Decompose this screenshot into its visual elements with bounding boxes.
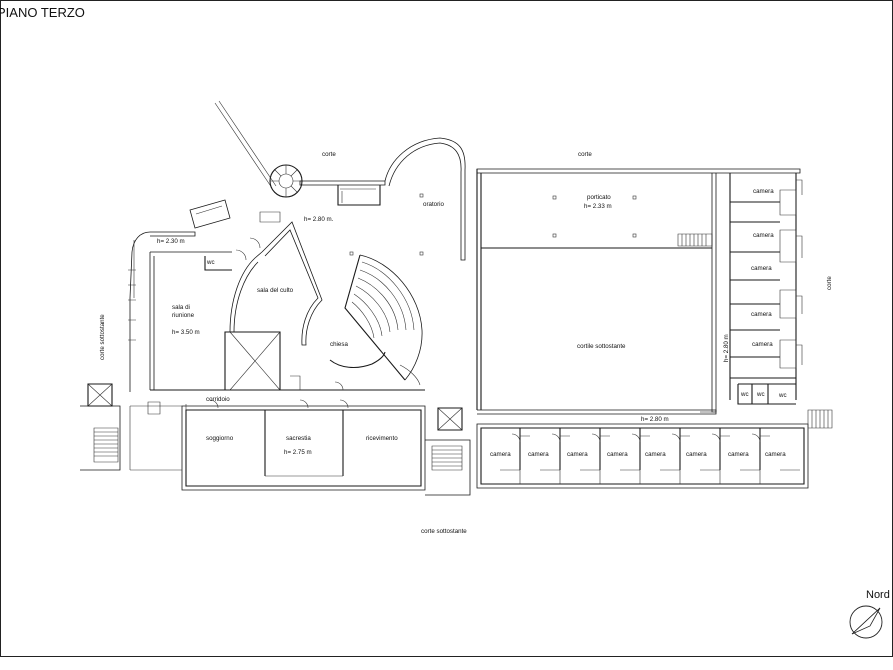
label-corte-right: corte <box>826 276 833 290</box>
label-camera-bottom-2: camera <box>528 451 549 458</box>
label-camera-bottom-8: camera <box>765 451 786 458</box>
label-sala-di-riunione-1: sala di <box>172 304 190 311</box>
label-h-280-vertical: h= 2.80 m <box>723 334 730 362</box>
label-corridoio: corridoio <box>206 396 230 403</box>
label-h-275: h= 2.75 m <box>284 449 312 456</box>
label-camera-bottom-6: camera <box>686 451 707 458</box>
label-wc-right-3: wc <box>778 392 787 399</box>
label-camera-right-3: camera <box>751 265 772 272</box>
label-h-230: h= 2.30 m <box>157 238 185 245</box>
label-h-350: h= 3.50 m <box>172 329 200 336</box>
label-sacrestia: sacrestia <box>286 435 311 442</box>
plan-title: PIANO TERZO <box>0 5 85 20</box>
label-sala-del-culto: sala del culto <box>257 287 294 294</box>
north-label: Nord <box>866 589 890 601</box>
label-porticato: porticato <box>587 194 611 201</box>
label-soggiorno: soggiorno <box>206 435 234 442</box>
label-wc-right-2: wc <box>756 391 765 398</box>
label-oratorio: oratorio <box>423 201 445 208</box>
label-camera-bottom-7: camera <box>728 451 749 458</box>
label-ricevimento: ricevimento <box>366 435 398 442</box>
room-labels: corte corte corte corte sottostante cort… <box>99 151 833 535</box>
label-h-233: h= 2.33 m <box>584 203 612 210</box>
label-corte-top-right: corte <box>578 151 592 158</box>
north-arrow-icon <box>849 605 883 639</box>
label-camera-bottom-4: camera <box>607 451 628 458</box>
label-camera-bottom-3: camera <box>567 451 588 458</box>
label-chiesa: chiesa <box>330 341 348 348</box>
label-h-280-top: h= 2.80 m. <box>304 216 334 223</box>
label-camera-right-2: camera <box>753 232 774 239</box>
label-cortile-sottostante: cortile sottostante <box>577 343 626 350</box>
label-corte-sottostante-left: corte sottostante <box>99 314 106 360</box>
label-wc-left: wc <box>206 259 215 266</box>
label-camera-bottom-1: camera <box>490 451 511 458</box>
label-corte-sottostante-bottom: corte sottostante <box>421 528 467 535</box>
label-corte-top-left: corte <box>322 151 336 158</box>
label-camera-bottom-5: camera <box>645 451 666 458</box>
label-camera-right-5: camera <box>752 341 773 348</box>
label-camera-right-1: camera <box>753 188 774 195</box>
label-sala-di-riunione-2: riunione <box>172 312 195 319</box>
walls <box>80 100 833 496</box>
label-camera-right-4: camera <box>751 311 772 318</box>
label-wc-right-1: wc <box>740 391 749 398</box>
label-h-280-bottom: h= 2.80 m <box>641 416 669 423</box>
